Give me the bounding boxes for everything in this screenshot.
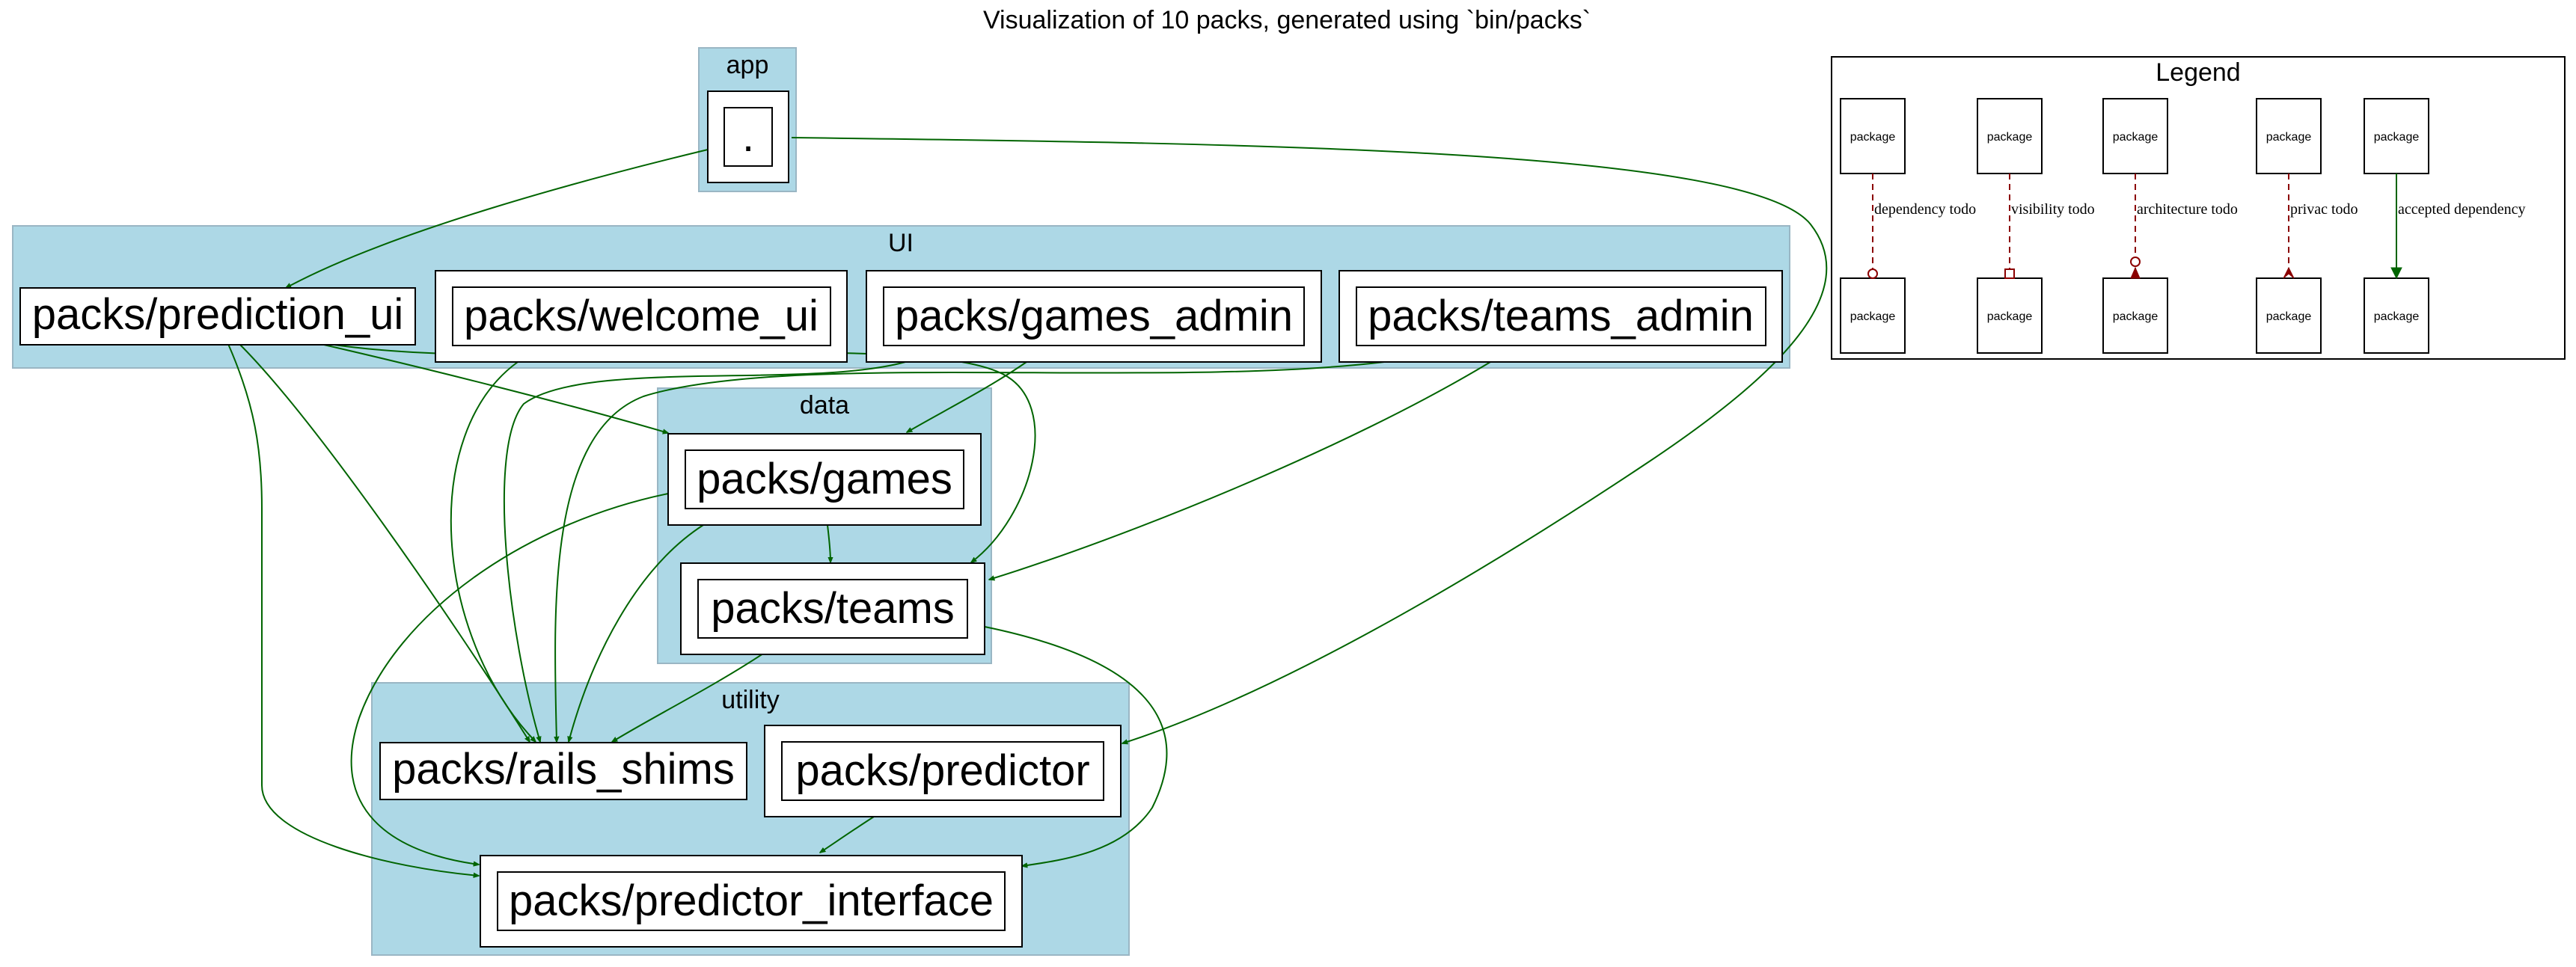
legend-node-label: package xyxy=(2113,131,2159,144)
package-node-games[interactable]: packs/games xyxy=(667,433,982,526)
legend-node-label: package xyxy=(2266,131,2312,144)
legend-node-label: package xyxy=(1850,131,1896,144)
edge-teams-to-predictor-interface xyxy=(984,626,1168,866)
legend-item: package package visibility todo xyxy=(1977,98,2095,354)
legend-node-label: package xyxy=(2266,310,2312,323)
edge-prediction-ui-to-predictor-interface xyxy=(227,343,479,876)
package-node-prediction-ui[interactable]: packs/prediction_ui xyxy=(19,287,416,346)
legend-source-node xyxy=(2364,98,2429,174)
legend-item: package package privac todo xyxy=(2256,98,2358,354)
package-node-root[interactable]: . xyxy=(707,90,789,183)
package-node-predictor[interactable]: packs/predictor xyxy=(764,725,1122,817)
legend-target-node xyxy=(1977,277,2043,354)
package-node-teams[interactable]: packs/teams xyxy=(680,562,985,655)
package-label: packs/teams xyxy=(711,584,955,633)
legend-box xyxy=(1831,56,2566,360)
legend-source-node xyxy=(1840,98,1906,174)
edge-games-to-rails-shims xyxy=(569,524,704,742)
legend-edge-label: dependency todo xyxy=(1874,201,1976,218)
package-label: . xyxy=(742,112,754,161)
edge-teams-to-rails-shims xyxy=(612,653,764,742)
legend-item: package package accepted dependency xyxy=(2364,98,2525,354)
legend-edge-label: accepted dependency xyxy=(2398,201,2525,218)
legend-target-node xyxy=(2102,277,2168,354)
legend-title: Legend xyxy=(2156,58,2240,87)
legend-edge-label: privac todo xyxy=(2290,201,2358,218)
edge-games-admin-to-rails-shims xyxy=(503,361,906,742)
legend-source-node xyxy=(2256,98,2322,174)
legend-node-label: package xyxy=(1987,310,2033,323)
legend-item: package package dependency todo xyxy=(1840,98,1976,354)
legend-node-label: package xyxy=(2113,310,2159,323)
package-label: packs/games_admin xyxy=(895,292,1293,340)
edge-games-admin-to-games xyxy=(907,361,1027,432)
edge-root-to-predictor xyxy=(791,137,1828,743)
package-node-teams-admin[interactable]: packs/teams_admin xyxy=(1339,270,1783,363)
legend-edge-label: architecture todo xyxy=(2137,201,2238,218)
cluster-label-ui: UI xyxy=(888,229,914,257)
legend-target-node xyxy=(2364,277,2429,354)
edge-welcome-ui-to-rails-shims xyxy=(450,361,536,742)
legend-node-label: package xyxy=(2374,310,2420,323)
legend-target-node xyxy=(2256,277,2322,354)
edge-teams-admin-to-rails-shims xyxy=(555,361,1385,742)
package-label: packs/rails_shims xyxy=(392,745,735,793)
cluster-label-utility: utility xyxy=(721,686,779,714)
package-node-predictor-interface[interactable]: packs/predictor_interface xyxy=(480,855,1023,948)
cluster-label-app: app xyxy=(726,51,769,79)
diagram-title: Visualization of 10 packs, generated usi… xyxy=(983,6,1591,34)
edge-predictor-to-predictor-interface xyxy=(820,816,875,853)
package-node-welcome-ui[interactable]: packs/welcome_ui xyxy=(435,270,848,363)
edge-teams-admin-to-teams xyxy=(989,361,1491,580)
legend-source-node xyxy=(1977,98,2043,174)
package-label: packs/teams_admin xyxy=(1368,292,1754,340)
package-label: packs/predictor xyxy=(795,746,1089,795)
legend-node-label: package xyxy=(1987,131,2033,144)
package-node-games-admin[interactable]: packs/games_admin xyxy=(866,270,1322,363)
legend-node-label: package xyxy=(2374,131,2420,144)
cluster-label-data: data xyxy=(800,391,849,420)
package-label: packs/prediction_ui xyxy=(32,290,404,339)
package-label: packs/games xyxy=(697,455,952,503)
package-node-rails-shims[interactable]: packs/rails_shims xyxy=(379,742,747,800)
legend-source-node xyxy=(2102,98,2168,174)
legend-item: package package architecture todo xyxy=(2102,98,2238,354)
edge-root-to-prediction-ui xyxy=(286,149,709,288)
edge-games-to-teams xyxy=(827,524,830,562)
package-label: packs/predictor_interface xyxy=(509,877,994,925)
legend-edge-label: visibility todo xyxy=(2011,201,2095,218)
package-label: packs/welcome_ui xyxy=(464,292,819,340)
edge-games-to-predictor-interface xyxy=(350,493,669,865)
legend-node-label: package xyxy=(1850,310,1896,323)
